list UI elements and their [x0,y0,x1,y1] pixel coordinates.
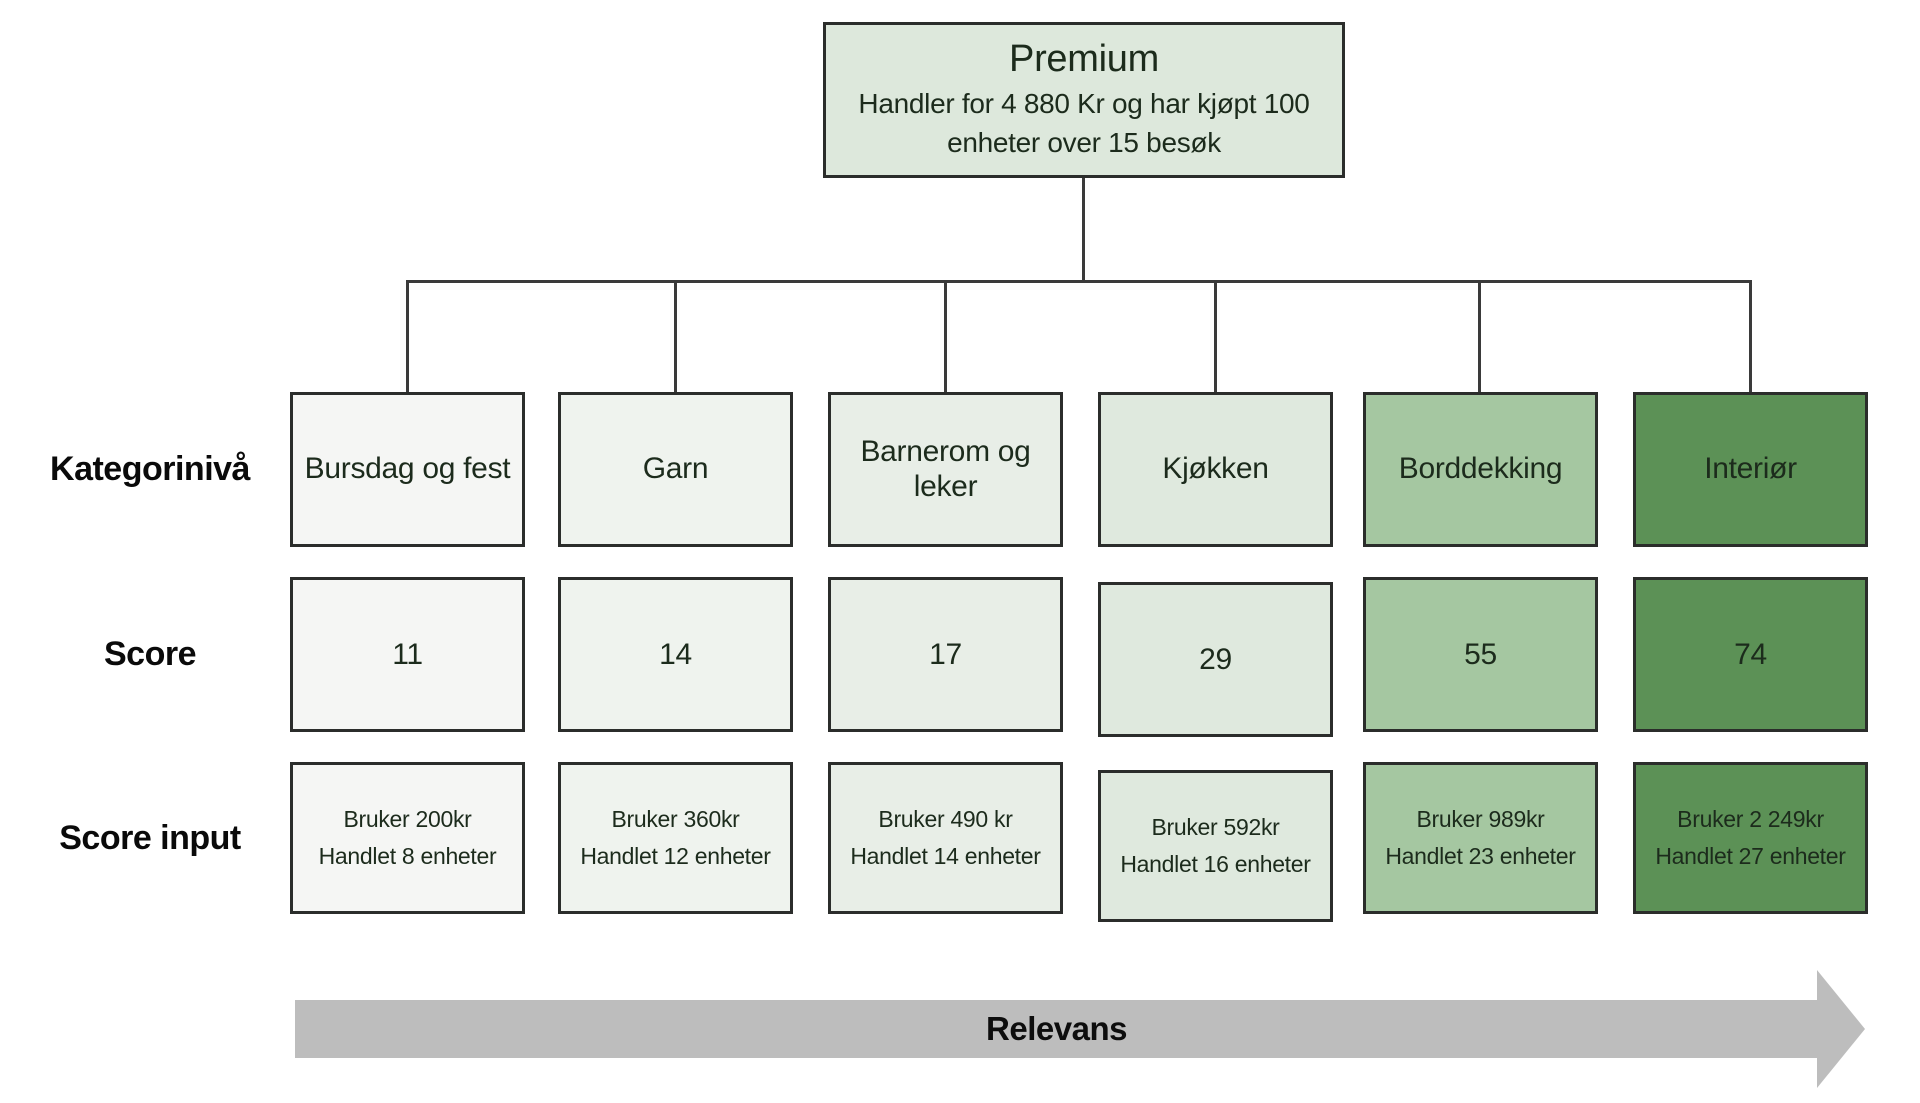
row-label-kategoriniva: Kategorinivå [50,450,250,488]
score-input-spend: Bruker 989kr [1416,806,1545,833]
category-box: Bursdag og fest [290,392,525,547]
child-connector-line [1749,280,1752,394]
category-label: Kjøkken [1162,452,1269,486]
child-connector-line [406,280,409,394]
category-label: Interiør [1704,452,1797,486]
row-label-score-input: Score input [59,818,241,857]
score-value: 74 [1734,637,1767,671]
category-box: Borddekking [1363,392,1598,547]
row-label-score: Score [104,635,197,673]
child-connector-line [1478,280,1481,394]
score-value: 55 [1464,637,1497,671]
category-label: Bursdag og fest [304,452,511,486]
score-input-spend: Bruker 490 kr [878,806,1013,833]
category-box: Barnerom og leker [828,392,1063,547]
score-input-spend: Bruker 592kr [1151,814,1280,841]
score-input-box: Bruker 200kr Handlet 8 enheter [290,762,525,914]
child-connector-line [944,280,947,394]
score-input-spend: Bruker 360kr [611,806,740,833]
score-input-box: Bruker 360kr Handlet 12 enheter [558,762,793,914]
category-label: Borddekking [1398,452,1563,486]
score-box: 29 [1098,582,1333,737]
score-value: 29 [1199,642,1232,676]
category-box: Interiør [1633,392,1868,547]
score-input-units: Handlet 12 enheter [580,843,771,869]
score-box: 11 [290,577,525,732]
score-input-units: Handlet 14 enheter [850,843,1041,869]
score-input-box: Bruker 2 249kr Handlet 27 enheter [1633,762,1868,914]
score-input-units: Handlet 8 enheter [318,843,497,869]
child-connector-line [1214,280,1217,394]
category-label: Garn [642,452,709,486]
score-box: 55 [1363,577,1598,732]
category-label: Barnerom og leker [860,435,1031,503]
score-value: 17 [929,637,962,671]
category-box: Kjøkken [1098,392,1333,547]
premium-root-box: Premium Handler for 4 880 Kr og har kjøp… [823,22,1345,178]
score-input-spend: Bruker 200kr [343,806,472,833]
score-input-box: Bruker 989kr Handlet 23 enheter [1363,762,1598,914]
category-box: Garn [558,392,793,547]
score-input-box: Bruker 592kr Handlet 16 enheter [1098,770,1333,922]
score-box: 17 [828,577,1063,732]
score-box: 74 [1633,577,1868,732]
root-connector-line [1082,178,1085,282]
score-input-spend: Bruker 2 249kr [1677,806,1824,833]
relevance-arrow-head-icon [1817,970,1865,1088]
premium-title: Premium [1009,37,1159,80]
premium-subtitle: Handler for 4 880 Kr og har kjøpt 100 en… [858,87,1310,158]
score-box: 14 [558,577,793,732]
score-value: 14 [659,637,692,671]
child-connector-line [674,280,677,394]
relevance-arrow-label: Relevans [986,1010,1127,1047]
score-input-units: Handlet 23 enheter [1385,843,1576,869]
relevance-arrow: Relevans [295,1000,1818,1058]
score-input-box: Bruker 490 kr Handlet 14 enheter [828,762,1063,914]
score-input-units: Handlet 27 enheter [1655,843,1846,869]
score-input-units: Handlet 16 enheter [1120,851,1311,877]
branch-connector-line [406,280,1752,283]
score-value: 11 [392,637,423,671]
